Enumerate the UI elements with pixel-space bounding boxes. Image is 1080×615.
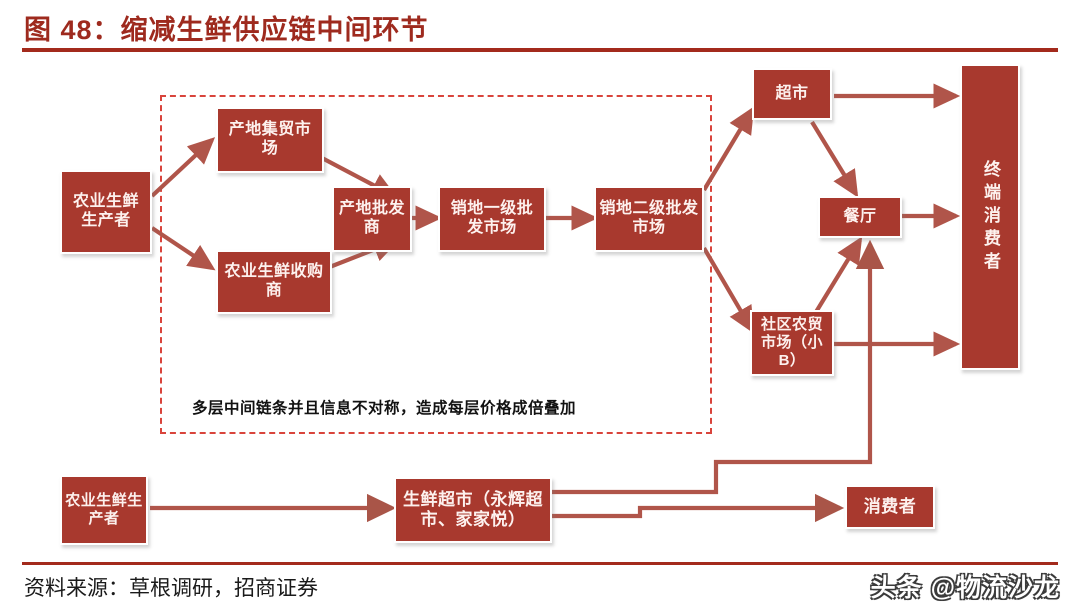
- multi-layer-chain-caption: 多层中间链条并且信息不对称，造成每层价格成倍叠加: [192, 400, 577, 417]
- node-agri-buyer[interactable]: 农业生鲜收购商: [216, 250, 332, 314]
- node-fresh-supermarket-label: 生鲜超市（永辉超市、家家悦）: [403, 489, 543, 529]
- node-restaurant[interactable]: 餐厅: [818, 196, 902, 238]
- node-agri-buyer-label: 农业生鲜收购商: [224, 263, 324, 299]
- title-divider: [22, 48, 1058, 52]
- multi-layer-chain-region: [160, 95, 712, 434]
- node-fresh-supermarket[interactable]: 生鲜超市（永辉超市、家家悦）: [394, 477, 552, 543]
- node-sales-primary-wholesale-label: 销地一级批发市场: [450, 200, 534, 236]
- watermark-label: 头条 @物流沙龙: [870, 574, 1060, 602]
- node-restaurant-label: 餐厅: [843, 207, 877, 225]
- source-note: 资料来源：草根调研，招商证券: [24, 576, 318, 600]
- node-sales-secondary-wholesale[interactable]: 销地二级批发市场: [594, 186, 704, 252]
- node-community-market[interactable]: 社区农贸市场（小B）: [750, 310, 834, 376]
- node-consumer[interactable]: 消费者: [845, 485, 935, 529]
- node-producer-top[interactable]: 农业生鲜生产者: [60, 170, 152, 254]
- node-sales-secondary-wholesale-label: 销地二级批发市场: [599, 200, 699, 236]
- node-supermarket[interactable]: 超市: [752, 68, 832, 120]
- node-origin-wholesaler-label: 产地批发商: [338, 200, 405, 236]
- node-origin-fair-market[interactable]: 产地集贸市场: [216, 107, 324, 173]
- node-sales-primary-wholesale[interactable]: 销地一级批发市场: [438, 186, 546, 252]
- node-producer-bottom[interactable]: 农业生鲜生产者: [60, 475, 148, 545]
- page-title: 图 48：缩减生鲜供应链中间环节: [24, 15, 429, 45]
- node-consumer-label: 消费者: [863, 496, 917, 516]
- node-origin-wholesaler[interactable]: 产地批发商: [332, 186, 412, 252]
- node-producer-top-label: 农业生鲜生产者: [72, 193, 139, 229]
- node-origin-fair-market-label: 产地集贸市场: [228, 121, 312, 157]
- node-producer-bottom-label: 农业生鲜生产者: [65, 492, 143, 527]
- footer-divider: [22, 562, 1058, 565]
- node-community-market-label: 社区农贸市场（小B）: [760, 316, 823, 369]
- node-end-consumer-label: 终端消费者: [981, 159, 1001, 275]
- node-end-consumer[interactable]: 终端消费者: [960, 64, 1020, 370]
- node-supermarket-label: 超市: [775, 84, 809, 102]
